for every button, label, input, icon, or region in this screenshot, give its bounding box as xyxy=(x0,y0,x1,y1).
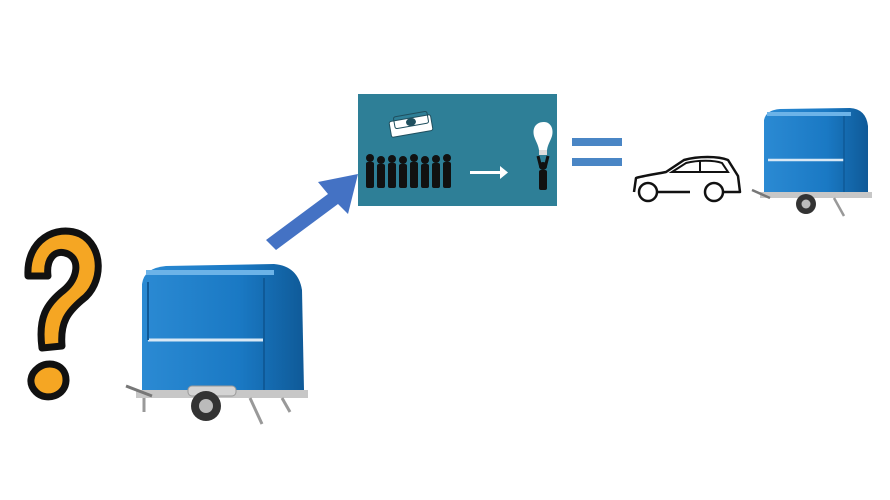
crowdfunding-panel xyxy=(358,94,557,206)
food-trailer-large xyxy=(125,264,308,425)
crowd-silhouette-icon xyxy=(366,154,451,188)
white-arrow-icon xyxy=(470,166,508,179)
person-holding-lightbulb-icon xyxy=(533,122,553,190)
food-trailer-small xyxy=(751,108,872,217)
question-mark-icon xyxy=(24,227,102,401)
diagonal-arrow-icon xyxy=(266,174,358,250)
banknote-icon xyxy=(388,110,434,138)
equals-sign-icon xyxy=(572,138,622,166)
car-outline-icon xyxy=(632,155,742,203)
crowdfunding-illustration xyxy=(366,110,553,190)
